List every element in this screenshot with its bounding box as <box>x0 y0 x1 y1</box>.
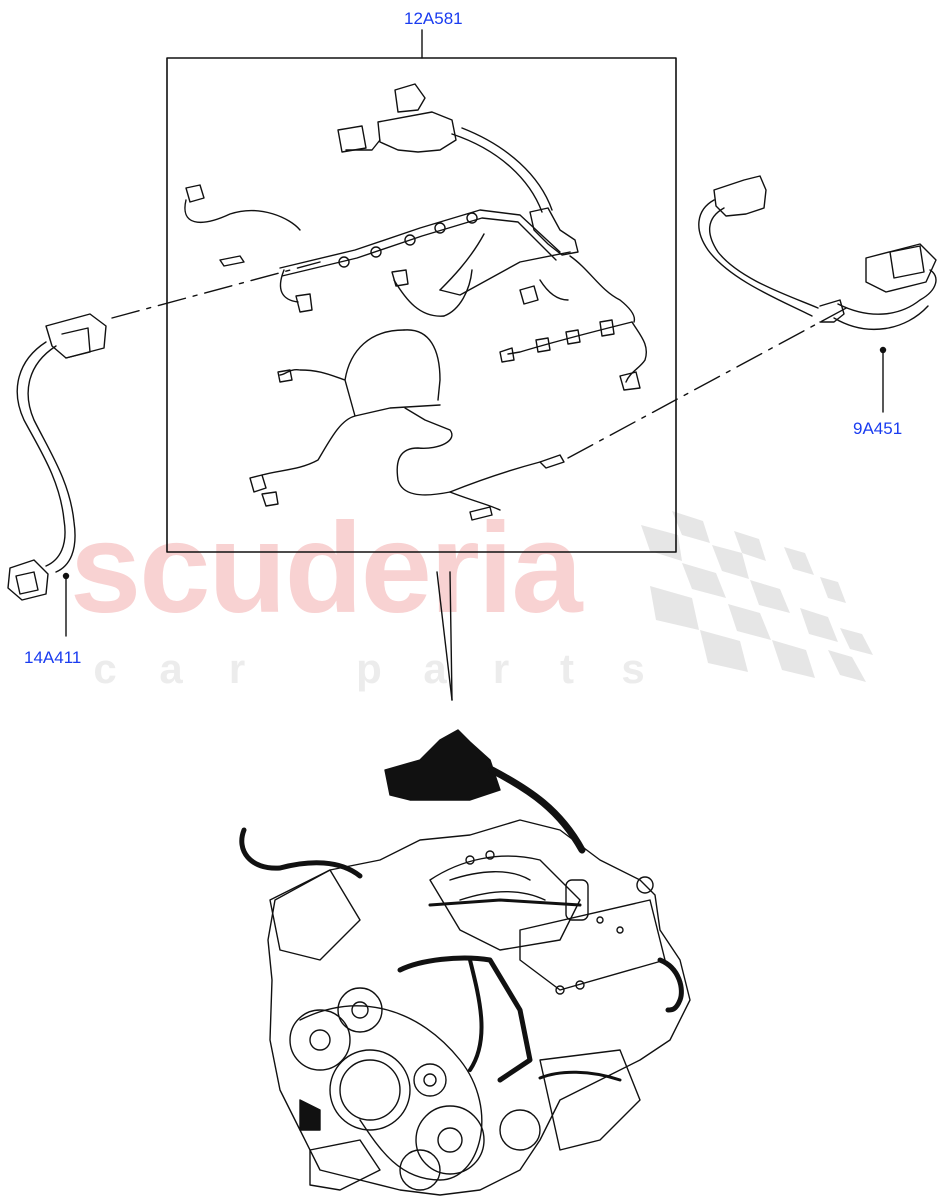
dashdot-line-left <box>111 261 321 319</box>
main-harness-drawing <box>184 83 647 521</box>
callout-label-12a581[interactable]: 12A581 <box>404 9 463 28</box>
engine-assembly-drawing <box>239 729 691 1196</box>
dashdot-line-right <box>567 305 851 459</box>
callout-label-14a411[interactable]: 14A411 <box>24 648 82 667</box>
leader-line-to-engine-a <box>436 571 453 701</box>
leader-line-to-engine-b <box>449 571 453 701</box>
watermark-brand: scuderia <box>70 497 582 640</box>
callout-label-9a451[interactable]: 9A451 <box>853 419 903 438</box>
right-jumper-harness-drawing <box>698 175 937 413</box>
left-jumper-harness-drawing <box>7 313 107 637</box>
main-harness-frame <box>166 57 677 553</box>
